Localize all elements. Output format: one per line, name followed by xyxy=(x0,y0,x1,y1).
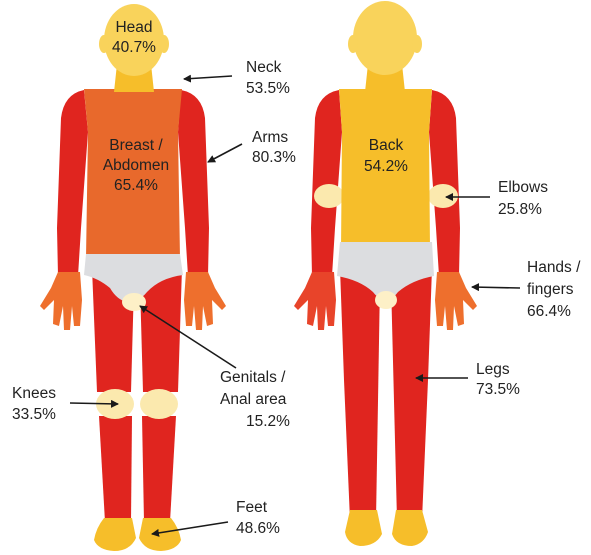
neck-label: Neck xyxy=(246,59,282,76)
neck-value: 53.5% xyxy=(246,80,290,97)
front-left-hand xyxy=(40,272,82,330)
back-figure xyxy=(294,1,477,546)
back-label: Back xyxy=(369,137,404,154)
hands-label-line1: Hands / xyxy=(527,259,581,276)
back-left-leg xyxy=(340,268,380,520)
breast-label-line1: Breast / xyxy=(109,137,163,154)
back-value: 54.2% xyxy=(364,158,408,175)
knees-value: 33.5% xyxy=(12,406,56,423)
front-right-shin xyxy=(142,416,176,522)
front-right-arm xyxy=(178,90,209,276)
breast-value: 65.4% xyxy=(114,177,158,194)
arms-arrow xyxy=(208,144,242,162)
front-left-foot xyxy=(94,518,136,551)
hands-value: 66.4% xyxy=(527,303,571,320)
front-right-knee xyxy=(140,389,178,419)
front-left-arm xyxy=(57,90,88,276)
front-right-ear xyxy=(159,35,169,53)
head-value: 40.7% xyxy=(112,39,156,56)
back-right-ear xyxy=(412,35,422,53)
front-left-shin xyxy=(99,416,132,522)
front-right-foot xyxy=(139,518,181,551)
genitals-label-line2: Anal area xyxy=(220,391,287,408)
genitals-label-line1: Genitals / xyxy=(220,369,286,386)
back-right-hand xyxy=(435,272,477,330)
elbows-value: 25.8% xyxy=(498,201,542,218)
hands-arrow xyxy=(472,287,520,288)
feet-label: Feet xyxy=(236,499,268,516)
neck-arrow xyxy=(184,76,232,79)
front-figure xyxy=(40,4,226,551)
back-head xyxy=(353,1,417,75)
back-right-foot xyxy=(392,510,428,546)
back-right-arm xyxy=(429,90,460,276)
back-left-elbow xyxy=(314,184,344,208)
arms-label: Arms xyxy=(252,129,288,146)
hands-label-line2: fingers xyxy=(527,281,574,298)
breast-label-line2: Abdomen xyxy=(103,157,169,174)
knees-arrow xyxy=(70,403,118,404)
back-right-leg xyxy=(391,268,432,520)
back-anal-area xyxy=(375,291,397,309)
back-left-hand xyxy=(294,272,336,330)
feet-value: 48.6% xyxy=(236,520,280,537)
back-left-foot xyxy=(345,510,382,546)
legs-value: 73.5% xyxy=(476,381,520,398)
back-left-ear xyxy=(348,35,358,53)
legs-label: Legs xyxy=(476,361,510,378)
back-left-arm xyxy=(311,90,342,276)
elbows-label: Elbows xyxy=(498,179,548,196)
knees-label: Knees xyxy=(12,385,56,402)
front-left-ear xyxy=(99,35,109,53)
head-label: Head xyxy=(115,19,152,36)
genitals-value: 15.2% xyxy=(246,413,290,430)
back-right-elbow xyxy=(428,184,458,208)
front-right-hand xyxy=(184,272,226,330)
arms-value: 80.3% xyxy=(252,149,296,166)
